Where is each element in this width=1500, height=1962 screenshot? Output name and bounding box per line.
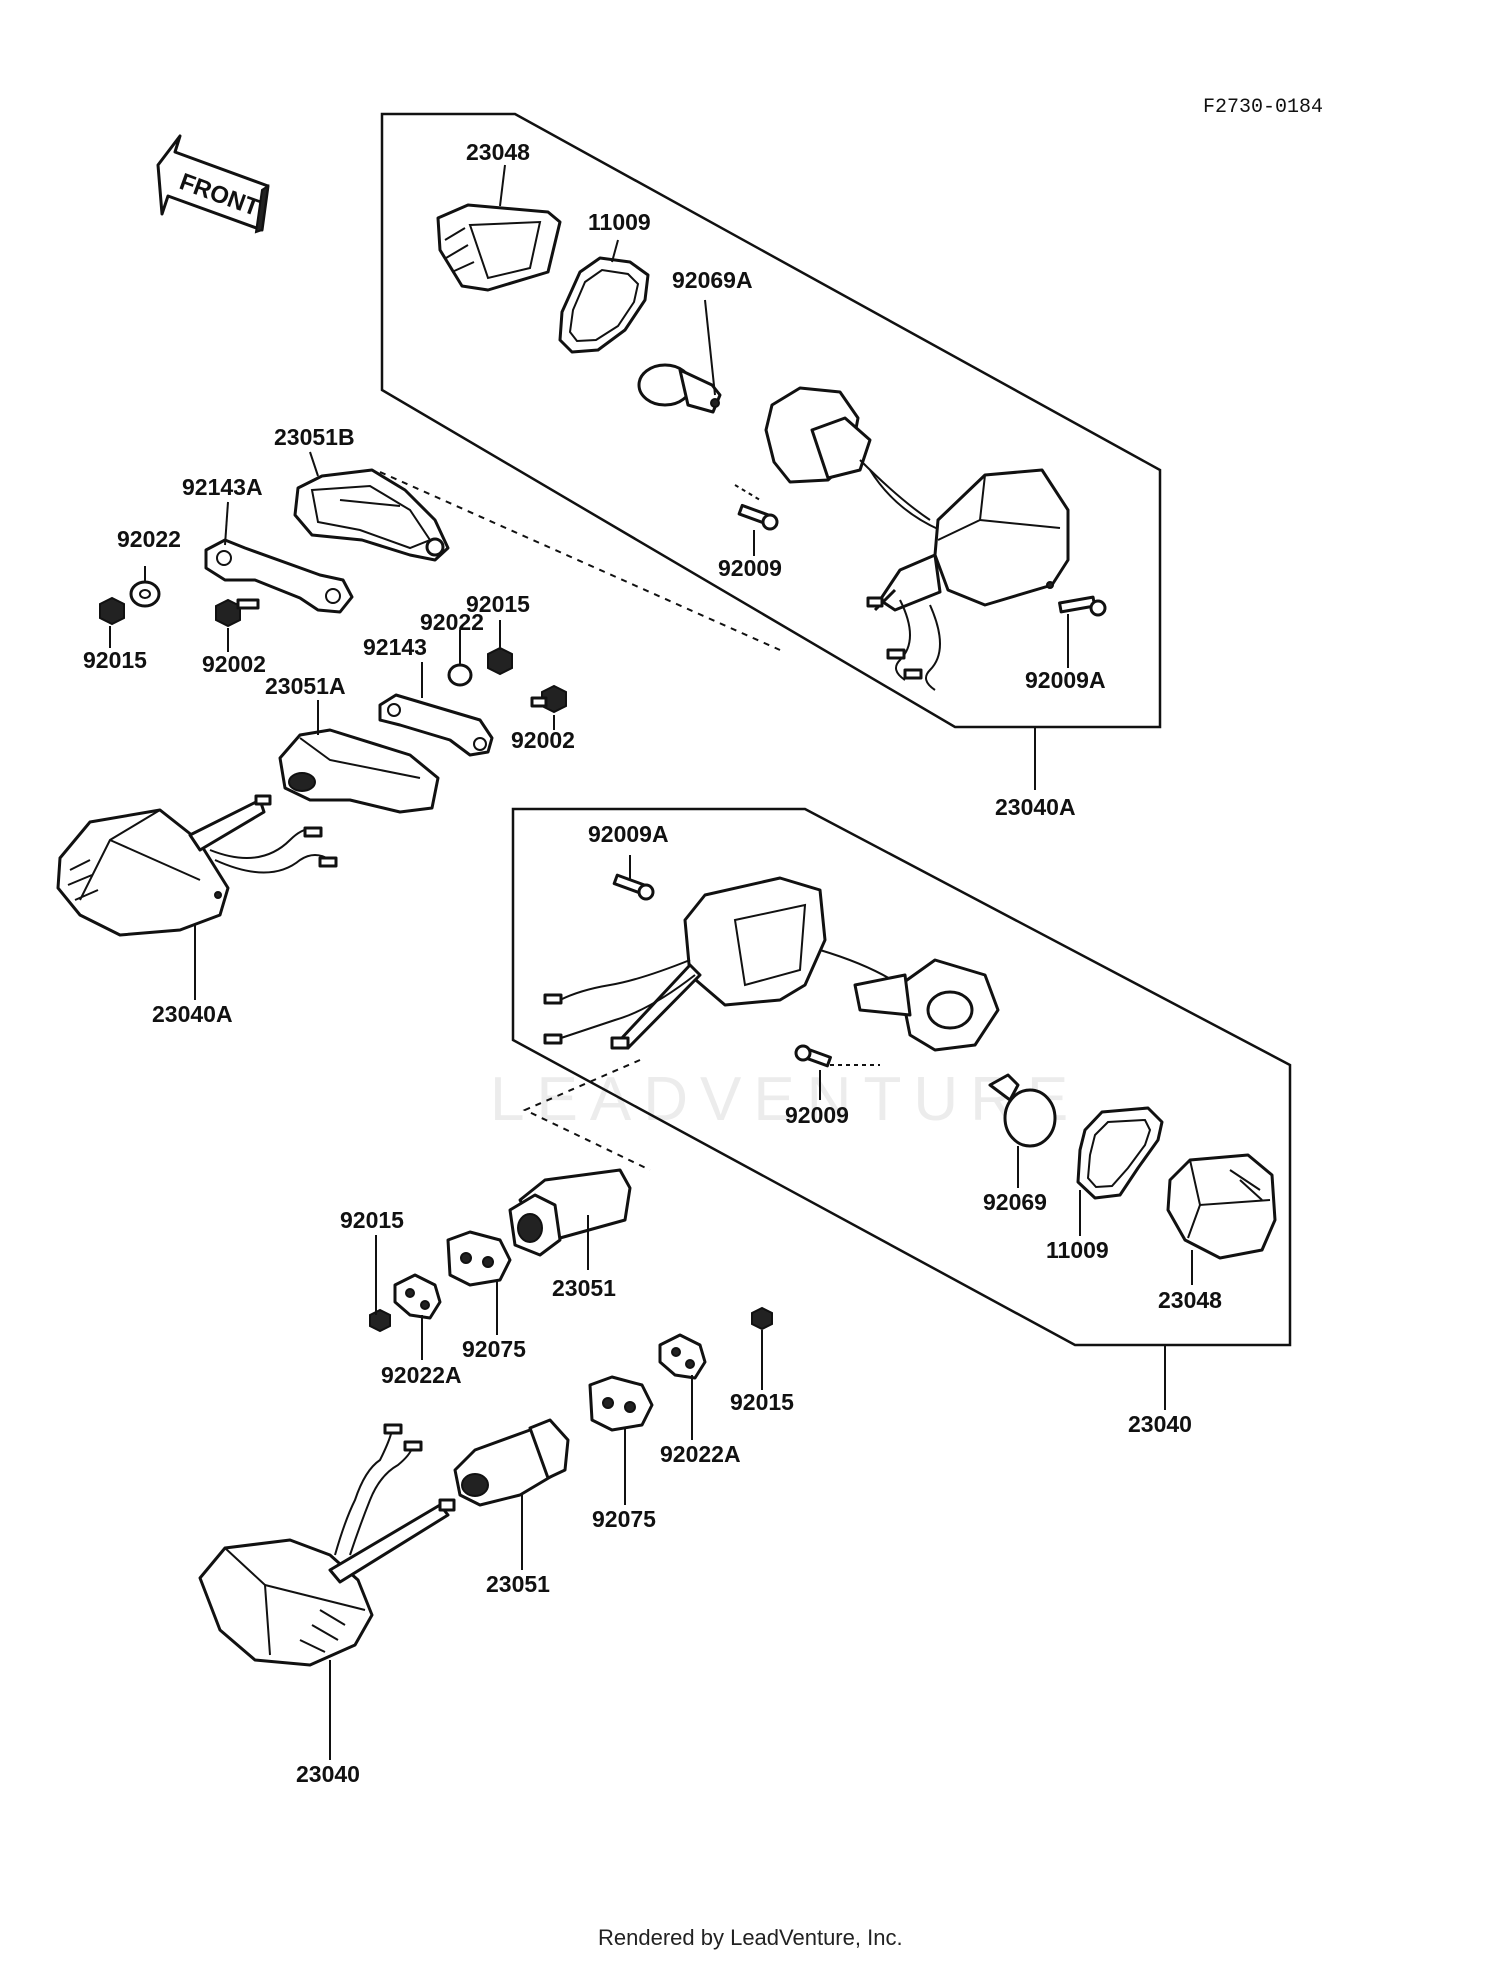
nut-92015-left	[99, 596, 125, 626]
footer-credit: Rendered by LeadVenture, Inc.	[598, 1925, 903, 1950]
lens-23048-lower	[1166, 1153, 1277, 1260]
screw-92009A-upper	[1058, 595, 1107, 617]
nut-92015-lower-right	[751, 1306, 773, 1331]
washer-92022-middle	[447, 663, 473, 687]
part-label: 92002	[202, 651, 266, 677]
signal-housing-23040-lower-left	[198, 1423, 456, 1667]
housing-base-upper	[764, 386, 941, 531]
part-label: 23040	[296, 1761, 360, 1787]
bracket-92143A	[204, 538, 354, 614]
part-label: 23040	[1128, 1411, 1192, 1437]
front-arrow-icon: FRONT	[156, 134, 270, 234]
plate-92022A-lower	[658, 1333, 707, 1380]
part-label: 23051A	[265, 673, 346, 699]
part-label: 23040A	[152, 1001, 233, 1027]
mount-23051A	[278, 728, 440, 814]
signal-housing-23040-lower-box	[543, 876, 901, 1050]
mount-23051-lower	[453, 1418, 570, 1507]
part-label: 92069	[983, 1189, 1047, 1215]
part-label: 92143A	[182, 474, 263, 500]
part-label: 92022	[420, 609, 484, 635]
part-label: 92075	[462, 1336, 526, 1362]
part-label: 23048	[1158, 1287, 1222, 1313]
part-label: 23040A	[995, 794, 1076, 820]
nut-92015-middle	[487, 646, 513, 676]
part-label: 92009A	[1025, 667, 1106, 693]
bracket-92143	[378, 693, 494, 757]
part-label: 92022	[117, 526, 181, 552]
part-label: 92022A	[660, 1441, 741, 1467]
part-label: 92075	[592, 1506, 656, 1532]
washer-92022-left	[129, 580, 161, 608]
bolt-92002-left	[215, 598, 260, 628]
grommet-92075-lower	[588, 1375, 654, 1432]
bolt-92002-middle	[530, 684, 567, 714]
part-label: 23051B	[274, 424, 355, 450]
screw-92009-upper	[734, 484, 779, 531]
part-label: 92143	[363, 634, 427, 660]
part-label: 92022A	[381, 1362, 462, 1388]
gasket-11009-lower	[1076, 1106, 1164, 1200]
part-label: 11009	[588, 209, 651, 235]
part-label: 92015	[83, 647, 147, 673]
assembly-box-23040A	[380, 112, 1162, 729]
part-label: 92009	[718, 555, 782, 581]
part-label: 92015	[730, 1389, 794, 1415]
part-label: 92069A	[672, 267, 753, 293]
bulb-92069A	[637, 363, 722, 414]
mount-23051-upper	[508, 1168, 632, 1257]
part-label: 23048	[466, 139, 530, 165]
part-label: 92015	[340, 1207, 404, 1233]
part-label: 23051	[552, 1275, 616, 1301]
plate-92022A-upper	[393, 1273, 442, 1320]
nut-92015-lower-left	[369, 1308, 391, 1333]
screw-92009-lower	[794, 1044, 880, 1068]
part-label: 11009	[1046, 1237, 1109, 1263]
gasket-11009-upper	[558, 256, 650, 354]
part-label: 92002	[511, 727, 575, 753]
grommet-92075-upper	[446, 1230, 512, 1287]
diagram-code: F2730-0184	[1203, 96, 1323, 119]
part-label: 92009A	[588, 821, 669, 847]
watermark: LEADVENTURE	[490, 1065, 1080, 1134]
mount-23051B	[293, 468, 450, 562]
assembly-box-23040	[511, 807, 1292, 1347]
part-label: 92009	[785, 1102, 849, 1128]
signal-housing-23040A-left	[56, 794, 338, 937]
lens-23048-upper	[436, 203, 562, 292]
signal-housing-23040A-upper	[866, 468, 1070, 691]
bulb-92069	[988, 1073, 1057, 1148]
screw-92009A-lower	[612, 873, 655, 901]
housing-base-lower	[853, 958, 1000, 1052]
part-label: 92015	[466, 591, 530, 617]
part-label: 23051	[486, 1571, 550, 1597]
